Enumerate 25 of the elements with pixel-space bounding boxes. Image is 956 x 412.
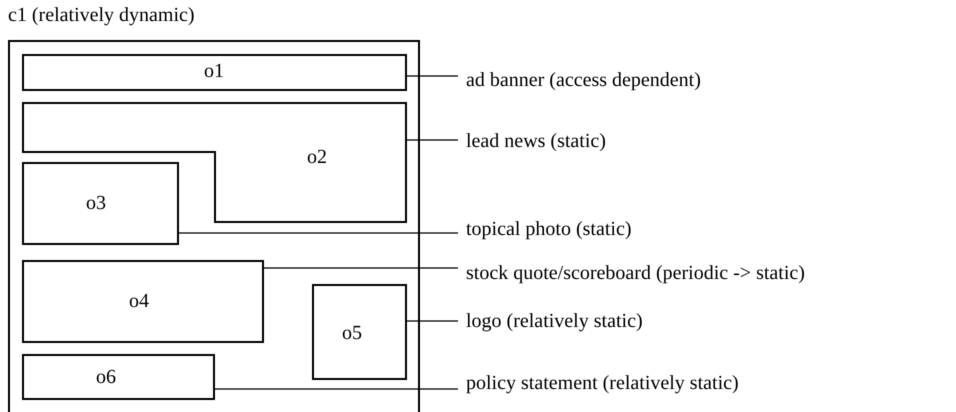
leader-line [215, 388, 458, 390]
leader-line [264, 267, 458, 269]
callout-text: logo (relatively static) [466, 310, 643, 332]
leader-line [407, 139, 458, 141]
leader-line [407, 75, 458, 77]
callout-text: lead news (static) [466, 130, 606, 152]
region-label: o2 [307, 146, 327, 168]
region-label: o1 [204, 60, 224, 82]
container-title: c1 (relatively dynamic) [8, 4, 195, 26]
region-label: o4 [129, 290, 149, 312]
content-region [22, 354, 215, 400]
leader-line [179, 232, 458, 234]
content-region [22, 102, 407, 223]
region-label: o6 [96, 366, 116, 388]
region-label: o5 [342, 322, 362, 344]
callout-text: topical photo (static) [466, 218, 632, 240]
region-label: o3 [86, 192, 106, 214]
callout-text: policy statement (relatively static) [466, 372, 739, 394]
leader-line [407, 320, 458, 322]
content-region [22, 162, 179, 245]
content-region [312, 284, 407, 380]
content-region [22, 260, 264, 343]
callout-text: stock quote/scoreboard (periodic -> static) [466, 262, 805, 284]
callout-text: ad banner (access dependent) [466, 69, 701, 91]
content-region [22, 54, 407, 91]
